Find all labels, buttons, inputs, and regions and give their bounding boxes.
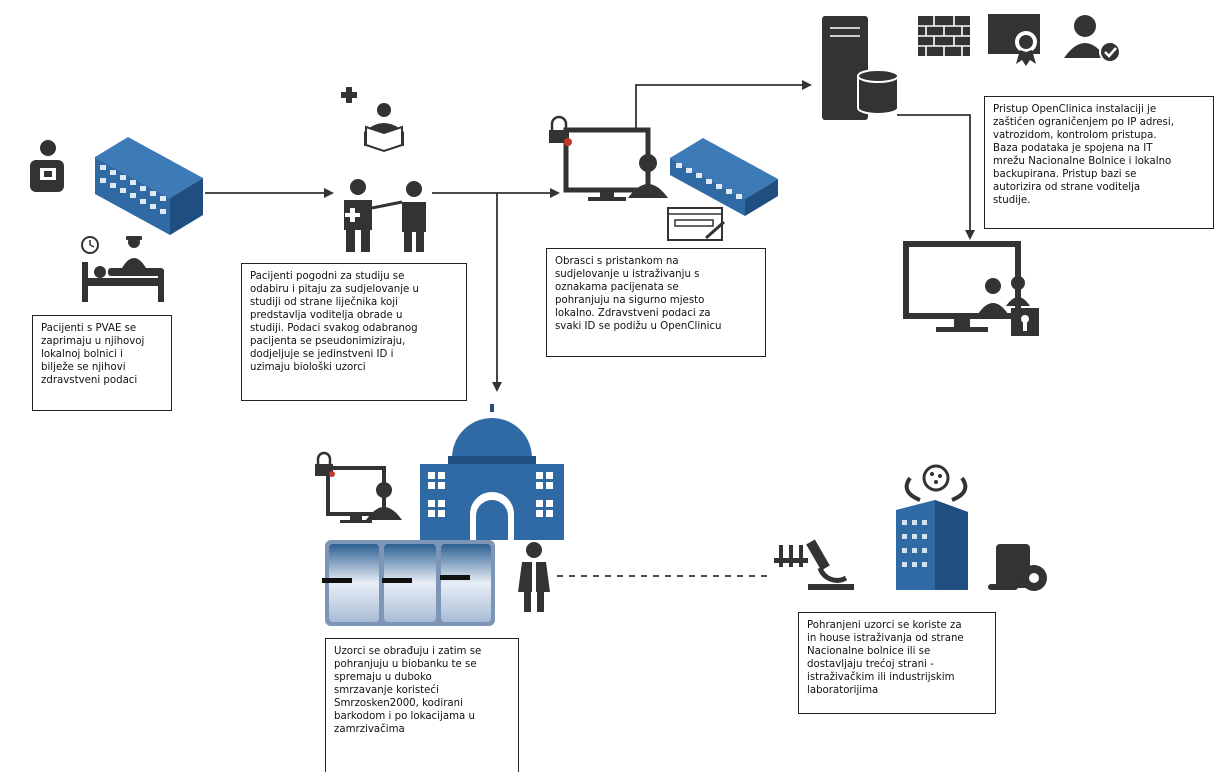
doctor-reading-icon xyxy=(341,87,404,153)
certificate-icon xyxy=(988,14,1040,66)
doctor-patient-icon xyxy=(344,179,426,252)
research-lab-building-icon xyxy=(896,464,968,590)
admission-note: Pacijenti s PVAE se zaprimaju u njihovoj… xyxy=(32,315,172,411)
connector-lines xyxy=(205,80,975,577)
consent-storage-note: Obrasci s pristankom na sudjelovanje u i… xyxy=(546,248,766,357)
locked-computer-icon xyxy=(315,451,402,523)
openclinica-access-note: Pristup OpenClinica instalaciji je zašti… xyxy=(984,96,1214,229)
scroll-gear-icon xyxy=(988,544,1047,591)
selection-note: Pacijenti pogodni za studiju se odabiru … xyxy=(241,263,467,401)
locked-computer-icon xyxy=(549,115,651,201)
patient-icon xyxy=(30,140,64,192)
monitor-user-lock-icon xyxy=(903,241,1039,336)
hospital-building-icon xyxy=(95,137,203,235)
form-edit-icon xyxy=(667,207,725,241)
server-database-icon xyxy=(822,16,899,120)
verified-user-icon xyxy=(1064,15,1121,63)
hospital-building-icon xyxy=(670,138,778,216)
hospital-bed-icon xyxy=(81,236,164,302)
biobank-note: Uzorci se obrađuju i zatim se pohranjuju… xyxy=(325,638,519,772)
firewall-icon xyxy=(918,16,970,56)
microscope-icon xyxy=(806,539,854,590)
national-hospital-icon xyxy=(420,404,564,540)
computer-user-icon xyxy=(628,154,668,198)
research-use-note: Pohranjeni uzorci se koriste za in house… xyxy=(798,612,996,714)
test-tubes-icon xyxy=(774,545,808,567)
freezer-icon xyxy=(322,540,495,626)
lab-technician-icon xyxy=(518,542,550,612)
